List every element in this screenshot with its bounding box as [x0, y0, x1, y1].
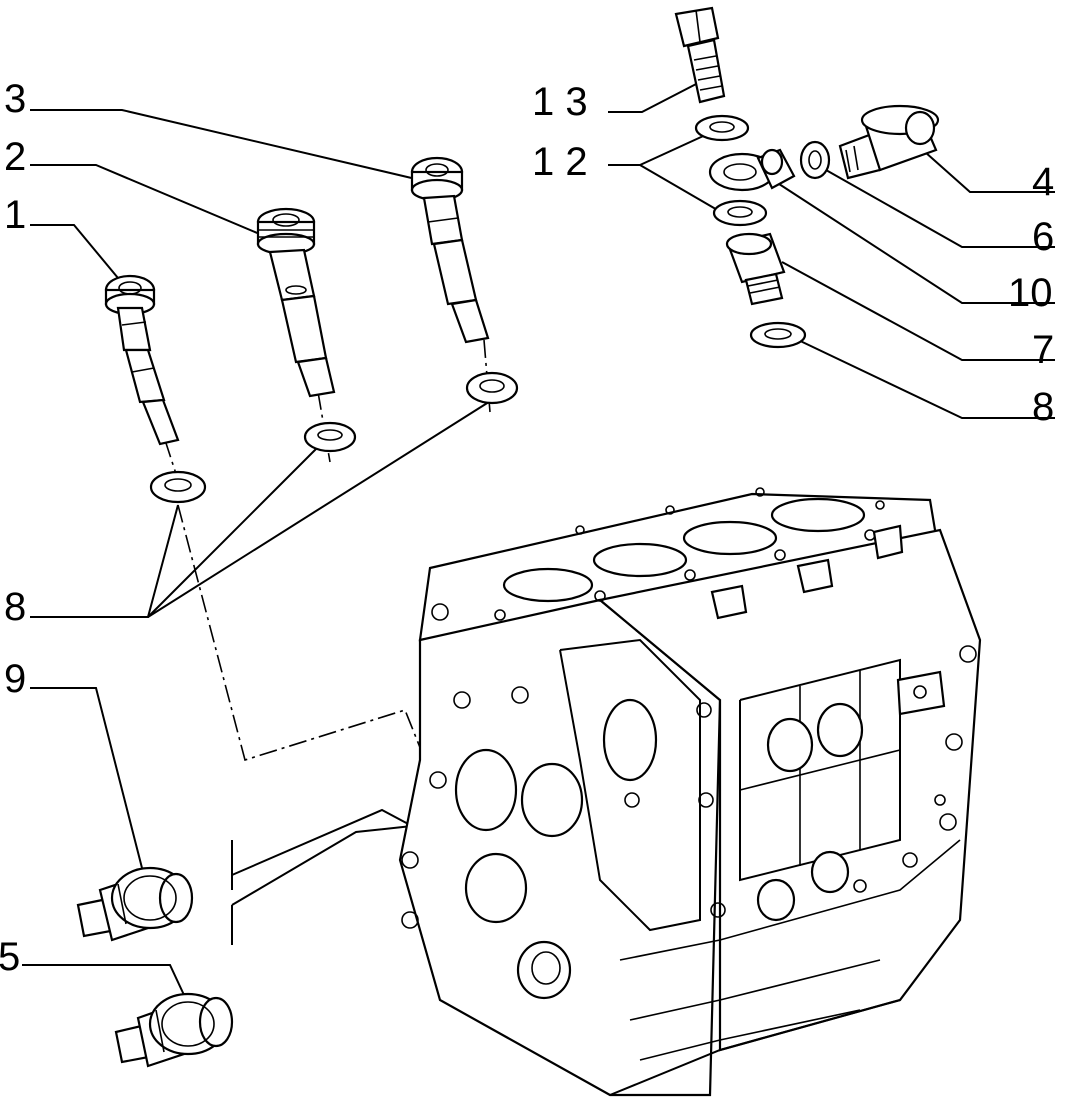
leader-8-b: [147, 446, 319, 618]
leader-lines: [22, 81, 1055, 996]
callout-8-left: 8: [4, 585, 26, 629]
leader-1: [30, 224, 119, 279]
callout-2: 2: [4, 135, 26, 179]
location-arrow: [231, 808, 413, 945]
callout-8-right: 8: [1032, 385, 1054, 429]
pressure-switch-5: [114, 992, 234, 1068]
leader-8-right: [793, 337, 1055, 419]
leader-6: [825, 169, 1055, 248]
fitting-assembly: [694, 104, 940, 349]
washer-6: [799, 140, 831, 180]
washer-3: [465, 371, 519, 405]
pressure-switch-9: [76, 866, 194, 942]
engine-block: [398, 487, 982, 1097]
callout-1: 1: [4, 193, 26, 237]
callout-7: 7: [1032, 328, 1054, 372]
leader-7: [781, 261, 1055, 361]
washer-8-right: [749, 321, 807, 349]
callout-6: 6: [1032, 215, 1054, 259]
washer-12-bottom: [712, 199, 768, 227]
injector-1: [104, 274, 180, 446]
washer-1: [149, 470, 207, 504]
callout-5: 5: [0, 935, 20, 979]
callout-12: 1 2: [532, 140, 588, 184]
leader-8-a: [30, 504, 179, 618]
washers-left: [149, 371, 519, 504]
washer-2: [303, 421, 357, 453]
axis-injector-1: [177, 504, 426, 762]
leader-10: [775, 181, 1055, 304]
callout-4: 4: [1032, 160, 1054, 204]
injector-2: [256, 207, 336, 398]
leader-5: [22, 964, 185, 996]
leader-12-a: [608, 131, 713, 166]
callout-3: 3: [4, 77, 26, 121]
leader-3: [30, 109, 421, 181]
leader-2: [30, 164, 263, 236]
injector-3: [410, 156, 490, 344]
callout-13: 1 3: [532, 80, 588, 124]
banjo-bolt: [674, 6, 726, 104]
leader-8-c: [147, 399, 493, 618]
leader-9: [30, 687, 143, 869]
leader-12-b: [639, 164, 727, 216]
callout-9: 9: [4, 657, 26, 701]
callout-labels: 3 2 1 8 9 5 1 3 1 2 4 6 10 7 8: [0, 77, 1054, 979]
washer-12-top: [694, 114, 750, 142]
leader-4: [924, 151, 1055, 193]
leader-13: [608, 81, 701, 113]
callout-10: 10: [1008, 271, 1053, 315]
